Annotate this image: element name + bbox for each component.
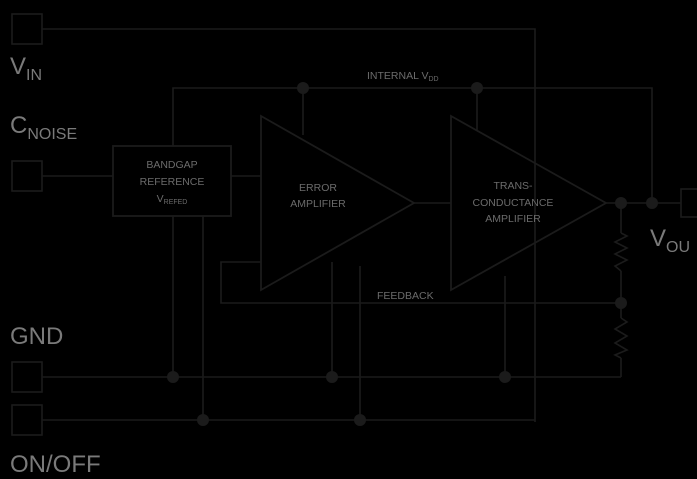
- output-node: [615, 197, 627, 209]
- transconductance-label-line3: AMPLIFIER: [485, 213, 541, 225]
- onoff-pin-label: ON/OFF: [10, 451, 101, 478]
- onoff-node-bandgap: [197, 414, 209, 426]
- vdd-node-transconductance-amp: [471, 82, 483, 94]
- error-amplifier-triangle: [260, 114, 416, 292]
- cnoise-main: C: [10, 112, 27, 139]
- transconductance-amplifier-triangle: [450, 114, 608, 292]
- cnoise-sub: NOISE: [27, 126, 77, 143]
- gnd-node-transconductance-amp: [499, 371, 511, 383]
- lower-resistor: [613, 317, 629, 359]
- error-amp-label-line1: ERROR: [299, 182, 337, 194]
- cnoise-pin: [11, 160, 43, 192]
- internal-vdd-label: INTERNAL VDD: [367, 70, 439, 83]
- vin-pin-label: VIN: [10, 53, 42, 84]
- pins: [11, 13, 697, 436]
- internal-vdd-wire: [172, 87, 653, 202]
- gnd-node-bandgap: [167, 371, 179, 383]
- vout-sub: OU: [666, 239, 690, 256]
- vin-wire: [42, 28, 536, 422]
- transconductance-label-line1: TRANS-: [493, 180, 533, 192]
- bandgap-label-line1: BANDGAP: [146, 159, 197, 171]
- gnd-node-error-amp: [326, 371, 338, 383]
- upper-resistor: [613, 232, 629, 272]
- feedback-node: [615, 297, 627, 309]
- onoff-node-error-amp: [354, 414, 366, 426]
- vin-pin: [11, 13, 43, 45]
- bandgap-vref-main: V: [157, 193, 164, 205]
- bandgap-label-line3: VREFED: [157, 193, 188, 206]
- output-node-vdd: [646, 197, 658, 209]
- vout-pin: [680, 188, 697, 218]
- bandgap-reference-block: [112, 145, 232, 217]
- cnoise-pin-label: CNOISE: [10, 112, 77, 143]
- bandgap-vref-sub: REFED: [164, 199, 188, 206]
- vout-pin-label: VOU: [650, 225, 690, 256]
- vin-sub: IN: [26, 67, 42, 84]
- resistor-divider: [613, 232, 629, 359]
- onoff-pin: [11, 404, 43, 436]
- vin-main: V: [10, 53, 26, 80]
- error-amp-label-line2: AMPLIFIER: [290, 198, 346, 210]
- gnd-pin-label: GND: [10, 323, 63, 350]
- internal-vdd-sub: DD: [428, 76, 438, 83]
- feedback-label: FEEDBACK: [377, 290, 434, 302]
- feedback-wire: [220, 261, 621, 304]
- vout-main: V: [650, 225, 666, 252]
- transconductance-label-line2: CONDUCTANCE: [473, 197, 554, 209]
- bandgap-label-line2: REFERENCE: [140, 176, 205, 188]
- gnd-pin: [11, 361, 43, 393]
- junction-nodes: [167, 82, 658, 426]
- vdd-node-error-amp: [297, 82, 309, 94]
- internal-vdd-main: INTERNAL V: [367, 70, 428, 82]
